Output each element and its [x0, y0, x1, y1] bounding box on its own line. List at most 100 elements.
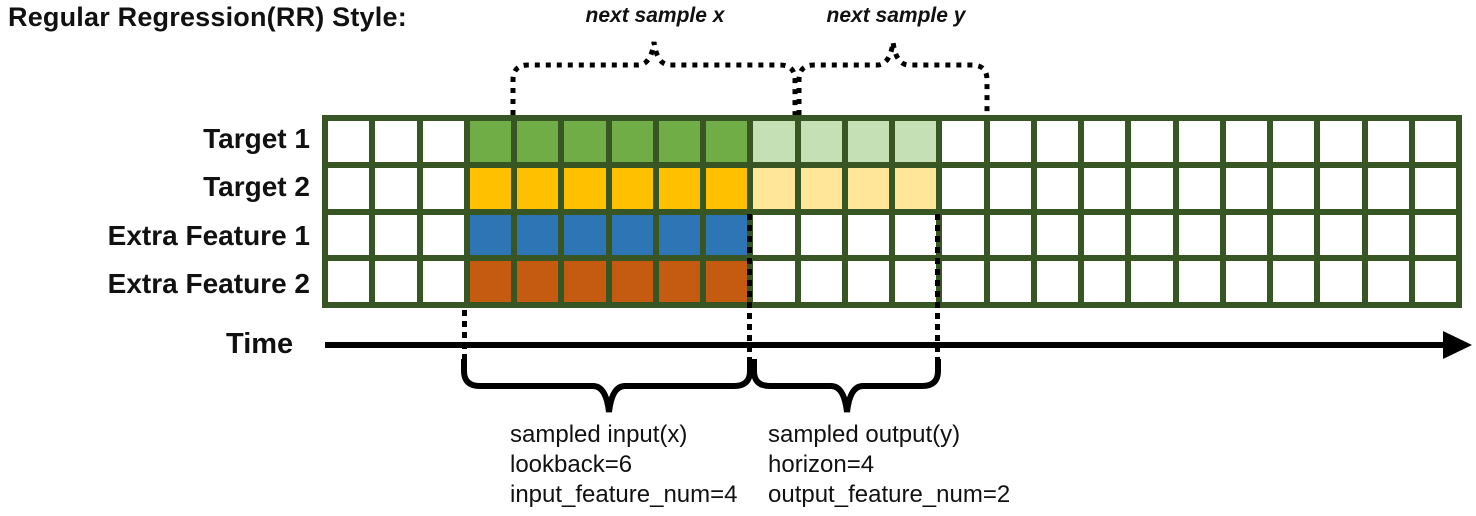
grid-cell: [1414, 214, 1456, 256]
grid-cell: [375, 214, 417, 256]
row-labels: Target 1 Target 2 Extra Feature 1 Extra …: [0, 115, 310, 308]
grid-cell: [611, 167, 653, 209]
grid-cell: [1084, 121, 1126, 162]
grid-cell: [422, 121, 464, 162]
grid-cell: [1131, 214, 1173, 256]
grid-cell: [517, 121, 559, 162]
input-output-boundary-guide: [747, 214, 752, 366]
grid-cell: [1367, 261, 1409, 302]
grid-cell: [1178, 167, 1220, 209]
grid-cell: [706, 167, 748, 209]
grid-cell: [895, 167, 937, 209]
grid-cell: [847, 167, 889, 209]
grid-cell: [989, 167, 1031, 209]
grid-cell: [564, 261, 606, 302]
grid-cell: [753, 261, 795, 302]
grid-cell: [706, 261, 748, 302]
grid-cell: [1225, 167, 1267, 209]
grid-cell: [942, 261, 984, 302]
grid-cell: [1131, 261, 1173, 302]
grid-cell: [1273, 167, 1315, 209]
grid-cell: [753, 167, 795, 209]
grid-cell: [1084, 214, 1126, 256]
grid-cell: [989, 214, 1031, 256]
grid-cell: [895, 121, 937, 162]
next-sample-y-label: next sample y: [826, 4, 966, 27]
grid-cell: [1320, 261, 1362, 302]
input-start-guide: [462, 310, 467, 364]
row-label-extra-feature-1: Extra Feature 1: [107, 219, 310, 251]
grid-cell: [469, 214, 511, 256]
grid-cell: [375, 167, 417, 209]
grid-cell: [753, 121, 795, 162]
grid-cell: [375, 261, 417, 302]
sampled-input-line-2: lookback=6: [510, 451, 633, 478]
grid-cell: [800, 261, 842, 302]
grid-cell: [1036, 214, 1078, 256]
grid-cell: [706, 121, 748, 162]
grid-cell: [469, 167, 511, 209]
grid-cell: [328, 167, 370, 209]
grid-cell: [564, 214, 606, 256]
grid-cell: [517, 261, 559, 302]
time-axis-line: [325, 342, 1445, 348]
grid-cell: [1178, 121, 1220, 162]
row-label-target-1: Target 1: [203, 123, 310, 155]
grid-cell: [1367, 167, 1409, 209]
grid-cell: [1084, 261, 1126, 302]
sampled-output-brace: [751, 359, 941, 413]
grid-cell: [1273, 214, 1315, 256]
grid-cell: [1414, 121, 1456, 162]
grid-cell: [517, 167, 559, 209]
grid-cell: [1225, 261, 1267, 302]
grid-cell: [1084, 167, 1126, 209]
grid-cell: [469, 121, 511, 162]
output-end-guide: [935, 214, 940, 366]
grid-cell: [1414, 261, 1456, 302]
grid-cell: [658, 121, 700, 162]
grid-cell: [1320, 167, 1362, 209]
grid-cell: [942, 214, 984, 256]
grid-cell: [1273, 261, 1315, 302]
grid-cell: [800, 121, 842, 162]
grid-cell: [753, 214, 795, 256]
grid-cell: [800, 214, 842, 256]
grid-cell: [989, 121, 1031, 162]
grid-cell: [422, 214, 464, 256]
grid-cell: [517, 214, 559, 256]
grid-cell: [847, 261, 889, 302]
grid-cell: [706, 214, 748, 256]
grid-cell: [328, 121, 370, 162]
sampled-output-line-1: sampled output(y): [768, 421, 961, 448]
grid-cell: [1036, 167, 1078, 209]
grid-cell: [564, 121, 606, 162]
grid-cell: [942, 121, 984, 162]
grid-cell: [989, 261, 1031, 302]
diagram-title: Regular Regression(RR) Style:: [8, 2, 407, 32]
sampled-output-line-2: horizon=4: [768, 451, 875, 478]
grid-cell: [1131, 167, 1173, 209]
next-sample-x-label: next sample x: [585, 4, 725, 27]
sampled-input-note: sampled input(x) lookback=6 input_featur…: [510, 420, 738, 510]
grid-cell: [847, 214, 889, 256]
grid-cell: [1273, 121, 1315, 162]
grid-cell: [469, 261, 511, 302]
time-axis-label: Time: [226, 328, 294, 360]
grid-cell: [422, 167, 464, 209]
grid-cell: [1131, 121, 1173, 162]
grid-cell: [611, 214, 653, 256]
grid-cell: [847, 121, 889, 162]
row-label-extra-feature-2: Extra Feature 2: [107, 267, 310, 299]
grid-cell: [895, 261, 937, 302]
grid-cell: [658, 214, 700, 256]
grid-cell: [1320, 214, 1362, 256]
grid-cell: [1178, 261, 1220, 302]
grid-cell: [895, 214, 937, 256]
grid: [322, 115, 1462, 308]
grid-cell: [1178, 214, 1220, 256]
grid-cell: [1225, 121, 1267, 162]
grid-cell: [328, 214, 370, 256]
sampled-output-note: sampled output(y) horizon=4 output_featu…: [768, 420, 1010, 510]
grid-cell: [611, 121, 653, 162]
grid-cell: [800, 167, 842, 209]
